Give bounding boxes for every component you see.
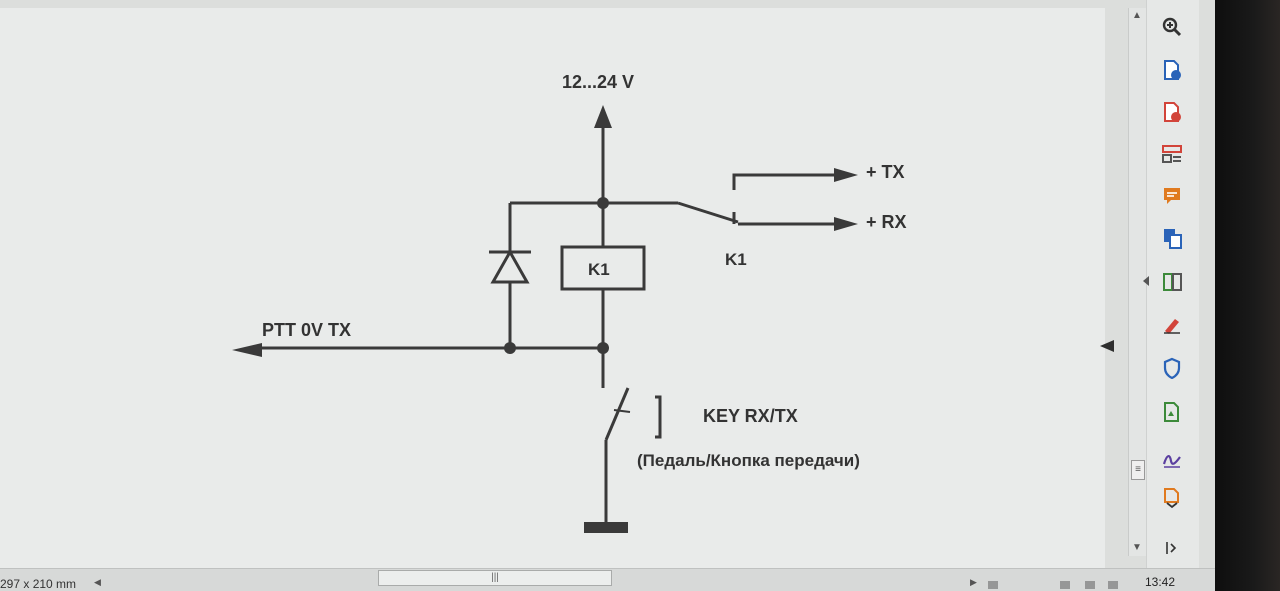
organize-pages-icon[interactable] [1159,141,1185,167]
key-sublabel: (Педаль/Кнопка передачи) [637,451,860,470]
more-tools-icon[interactable] [1159,485,1185,511]
scroll-handle[interactable]: ≡ [1131,460,1145,480]
combine-files-icon[interactable] [1159,225,1185,251]
export-pdf-icon[interactable] [1159,57,1185,83]
compare-icon[interactable] [1159,269,1185,295]
page-size-text: 297 x 210 mm [0,577,77,591]
collapse-pane-icon[interactable] [1159,535,1185,561]
scroll-up-icon[interactable]: ▲ [1132,10,1142,21]
collapse-panel-icon[interactable] [1100,340,1114,352]
supply-arrow [594,105,612,128]
key-switch-lever [604,387,630,441]
contact-label: K1 [725,250,747,269]
horizontal-scrollbar[interactable]: ||| [378,570,612,586]
comment-icon[interactable] [1159,183,1185,209]
scroll-down-icon[interactable]: ▼ [1132,542,1142,553]
rx-label: + RX [866,212,907,232]
fill-sign-icon[interactable] [1159,311,1185,337]
ptt-arrow [232,343,262,357]
create-pdf-icon[interactable] [1159,99,1185,125]
tools-pane [1143,0,1199,568]
scroll-left-icon[interactable]: ◀ [94,577,101,587]
relay-label: K1 [588,260,610,279]
enhance-scan-icon[interactable] [1159,399,1185,425]
junction-dot [504,342,516,354]
status-bar: 297 x 210 mm ◀ ||| ▶ 13:42 [0,568,1215,591]
key-label: KEY RX/TX [703,406,798,426]
junction-dot [597,197,609,209]
relay-contact-lever [677,201,739,224]
supply-label: 12...24 V [562,72,635,92]
tx-arrow [834,168,858,182]
tray-icon[interactable] [988,581,998,589]
tx-wire [732,173,836,190]
request-signature-icon[interactable] [1159,445,1185,471]
tx-label: + TX [866,162,905,182]
pane-arrow-icon[interactable] [1143,276,1149,286]
junction-dot [597,342,609,354]
clock: 13:42 [1145,575,1176,589]
tray-icon[interactable] [1060,581,1070,589]
document-page: 12...24 V + TX + RX K1 K1 PTT 0V TX KEY … [0,8,1105,568]
diode-symbol [489,248,531,284]
circuit-diagram [232,105,858,533]
ptt-label: PTT 0V TX [262,320,352,340]
tray-icon[interactable] [1108,581,1118,589]
relay-coil-box [560,245,646,291]
scroll-right-icon[interactable]: ▶ [970,577,977,587]
key-switch-dash [613,409,631,413]
monitor-bezel [1215,0,1280,591]
rx-arrow [834,217,858,231]
screen: 12...24 V + TX + RX K1 K1 PTT 0V TX KEY … [0,0,1215,591]
ground-symbol [584,522,628,533]
protect-icon[interactable] [1159,355,1185,381]
zoom-icon[interactable] [1159,14,1185,40]
vertical-scrollbar[interactable]: ▲ ≡ ▼ [1128,8,1147,556]
tray-icon[interactable] [1085,581,1095,589]
key-switch-bracket [655,395,662,439]
